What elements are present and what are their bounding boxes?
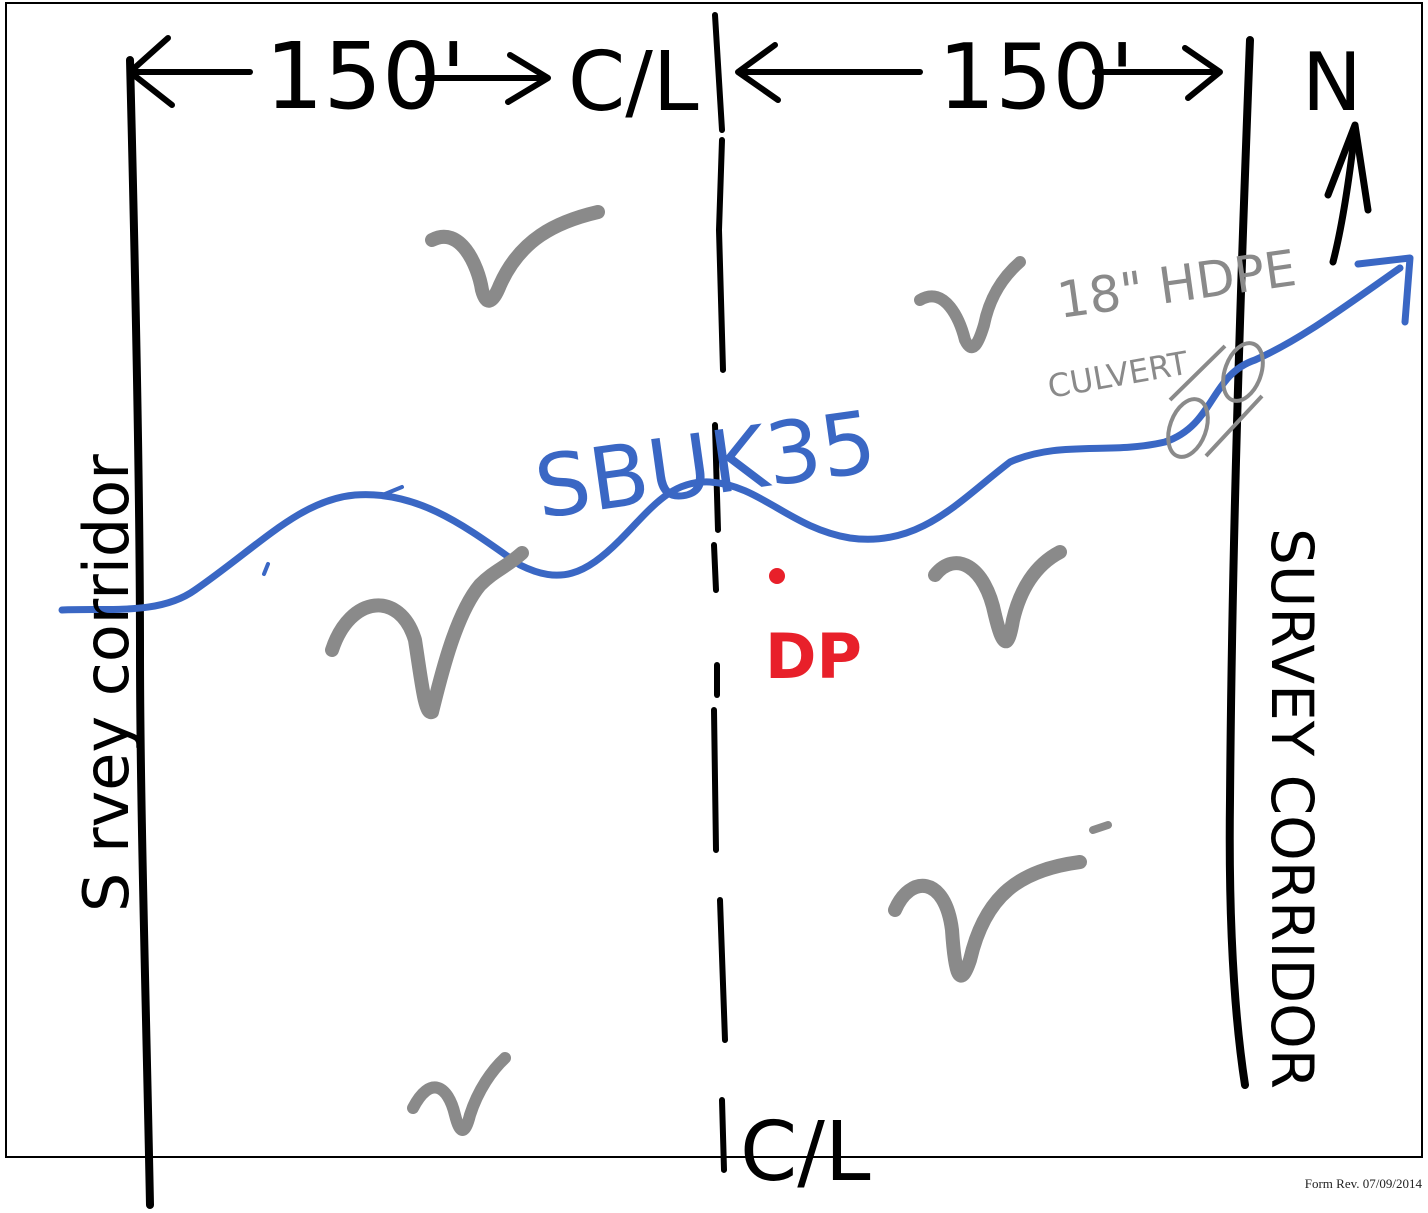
stream-flow-tick [262, 562, 270, 576]
point-label: DP [765, 620, 862, 693]
dimension-right [735, 42, 1223, 103]
dimension-right-label: 150' [938, 25, 1135, 130]
stream-flow-tick [383, 485, 404, 496]
dimension-left-label: 150' [265, 23, 466, 130]
north-label: N [1302, 36, 1362, 129]
culvert-label-line1: 18" HDPE [1054, 239, 1300, 330]
stream-arrowhead [1354, 254, 1414, 326]
centerline-top-label: C/L [568, 35, 699, 130]
left-corridor-label: S rvey corridor [70, 454, 143, 912]
dimension-left [127, 35, 551, 108]
culvert-label-line2: CULVERT [1045, 344, 1192, 406]
vegetation-symbols [325, 205, 1112, 1136]
culvert-symbol [1166, 341, 1265, 459]
right-corridor-line [1225, 36, 1254, 1089]
centerline-bottom-tick [719, 1097, 727, 1173]
centerline-dashed [711, 12, 728, 1043]
form-frame [5, 2, 1423, 1158]
point-marker [769, 568, 785, 584]
stream-line [58, 264, 1404, 614]
right-corridor-label: SURVEY CORRIDOR [1258, 528, 1326, 1089]
centerline-bottom-label: C/L [740, 1105, 871, 1200]
north-arrow [1324, 121, 1372, 266]
left-corridor-line [126, 56, 154, 1209]
form-revision: Form Rev. 07/09/2014 [1304, 1176, 1422, 1191]
stream-label: SBUK35 [529, 392, 882, 539]
